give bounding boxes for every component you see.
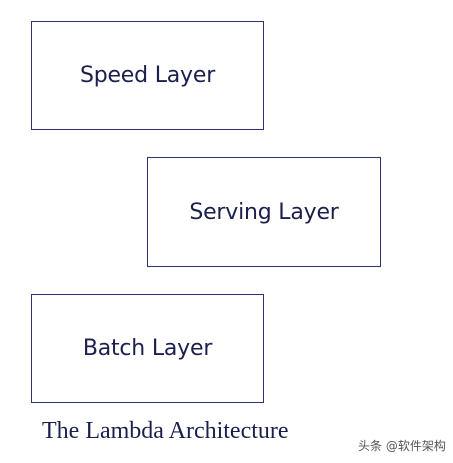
batch-layer-label: Batch Layer: [82, 336, 213, 361]
serving-layer-box: Serving Layer: [147, 157, 381, 267]
speed-layer-box: Speed Layer: [31, 21, 264, 130]
serving-layer-label: Serving Layer: [189, 199, 339, 225]
diagram-title: The Lambda Architecture: [42, 418, 289, 444]
batch-layer-box: Batch Layer: [31, 294, 264, 403]
speed-layer-label: Speed Layer: [79, 63, 216, 88]
watermark-text: 头条 @软件架构: [358, 439, 446, 453]
